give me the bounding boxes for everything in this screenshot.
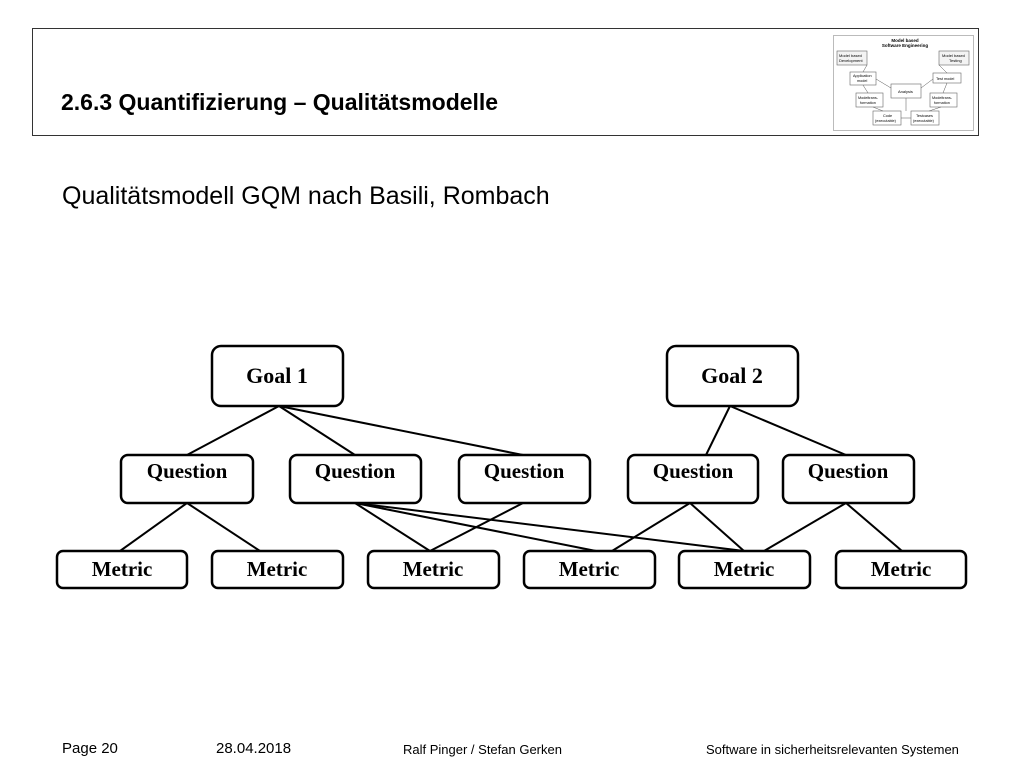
edge-q2-m3 [354, 502, 431, 552]
thumb-tc-2: (executable) [913, 119, 935, 123]
edge-q1-m1 [119, 502, 188, 552]
metric-node-3: Metric [366, 549, 501, 590]
thumb-title-2: Software Engineering [882, 43, 929, 48]
thumb-mbd-2: Development [839, 58, 863, 63]
goal-node-1: Goal 1 [210, 344, 345, 408]
question-node-1: Question [119, 453, 255, 505]
gqm-connectors [119, 405, 903, 552]
slide-title: 2.6.3 Quantifizierung – Qualitätsmodelle [61, 89, 499, 115]
thumb-mt-right-2: formation [934, 101, 950, 105]
edge-goal1-q3 [278, 405, 524, 456]
metric-label: Metric [92, 557, 153, 581]
thumb-title-1: Model based [891, 38, 919, 43]
thumb-code-2: (executable) [875, 119, 897, 123]
metric-node-4: Metric [522, 549, 657, 590]
footer-course-title: Software in sicherheitsrelevanten System… [706, 742, 959, 757]
thumb-mbt-1: Model based [942, 53, 965, 58]
question-label: Question [653, 459, 734, 483]
slide-subtitle: Qualitätsmodell GQM nach Basili, Rombach [62, 182, 550, 210]
header-box: 2.6.3 Quantifizierung – Qualitätsmodelle… [32, 28, 979, 136]
question-label: Question [315, 459, 396, 483]
edge-q3-m3 [429, 502, 524, 552]
question-label: Question [484, 459, 565, 483]
metric-node-1: Metric [55, 549, 189, 590]
edge-q2-m5 [354, 502, 745, 552]
question-node-2: Question [288, 453, 423, 505]
edge-q1-m2 [186, 502, 261, 552]
metric-label: Metric [871, 557, 932, 581]
thumb-mt-left-1: Modeltrans- [858, 96, 879, 100]
metric-label: Metric [247, 557, 308, 581]
question-label: Question [808, 459, 889, 483]
edge-goal1-q2 [278, 405, 356, 456]
question-label: Question [147, 459, 228, 483]
edge-q5-m6 [845, 502, 903, 552]
metric-node-5: Metric [677, 549, 812, 590]
edge-q4-m4 [611, 502, 691, 552]
thumb-mbt-2: Testing [949, 58, 962, 63]
thumb-app-1: Application [853, 74, 872, 78]
mbse-thumbnail-diagram: Model based Software Engineering Model b… [833, 35, 974, 131]
footer-page-number: Page 20 [62, 740, 118, 757]
thumb-mt-left-2: formation [860, 101, 876, 105]
metric-label: Metric [403, 557, 464, 581]
footer-authors: Ralf Pinger / Stefan Gerken [403, 742, 562, 757]
thumb-mt-right-1: Modeltrans- [932, 96, 953, 100]
goal-label: Goal 1 [246, 363, 308, 388]
question-node-4: Question [626, 453, 760, 505]
thumb-testmodel: Test model [936, 77, 955, 81]
edge-goal2-q5 [729, 405, 847, 456]
thumb-app-2: model [857, 79, 867, 83]
edge-q5-m5 [763, 502, 847, 552]
thumb-code-1: Code [883, 114, 892, 118]
metric-node-2: Metric [210, 549, 345, 590]
footer-date: 28.04.2018 [216, 740, 292, 757]
goal-node-2: Goal 2 [665, 344, 800, 408]
thumb-analysis: Analysis [898, 89, 913, 94]
thumb-mbd-1: Model based [839, 53, 862, 58]
metric-label: Metric [559, 557, 620, 581]
question-node-5: Question [781, 453, 916, 505]
metric-label: Metric [714, 557, 775, 581]
thumb-tc-1: Testcases [916, 114, 933, 118]
question-node-3: Question [457, 453, 592, 505]
edge-q4-m5 [689, 502, 745, 552]
metric-node-6: Metric [834, 549, 968, 590]
edge-goal2-q4 [705, 405, 731, 456]
edge-goal1-q1 [186, 405, 280, 456]
goal-label: Goal 2 [701, 363, 763, 388]
